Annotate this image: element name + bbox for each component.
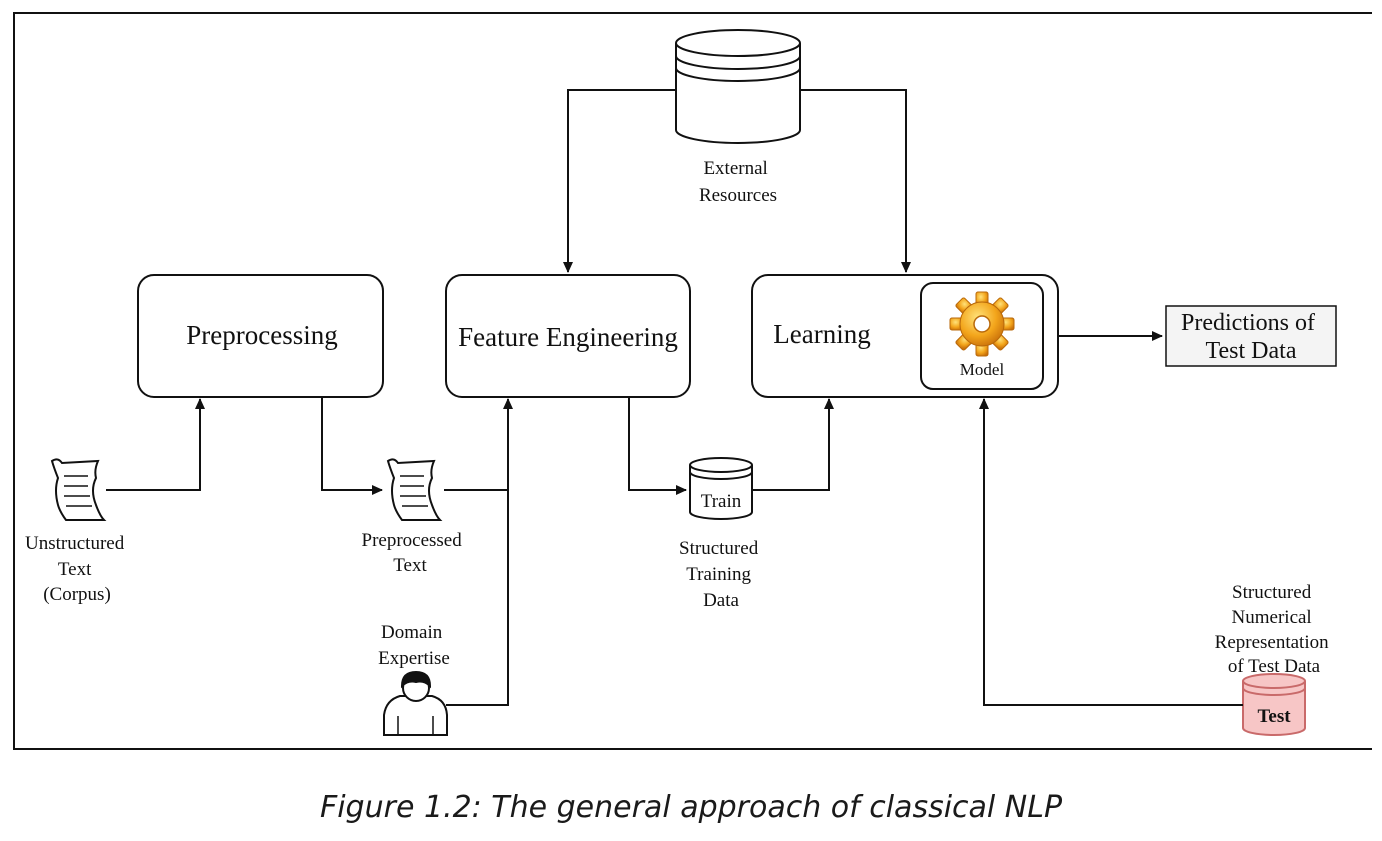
train-label: Train	[701, 491, 742, 512]
external-to-feature-arrow	[563, 89, 676, 273]
test-to-learning-arrow	[979, 398, 1243, 706]
external-resources-database-icon	[675, 29, 801, 144]
preprocessing-to-preprocessed-arrow	[321, 397, 383, 495]
figure-frame	[13, 12, 1372, 750]
domain-to-feature-arrow	[446, 398, 513, 706]
external-resources-label: External Resources	[699, 158, 777, 206]
preprocessing-label: Preprocessing	[186, 320, 337, 350]
feature-to-train-arrow	[628, 397, 687, 495]
model-label: Model	[960, 360, 1005, 379]
feature-engineering-label: Feature Engineering	[458, 322, 678, 352]
gear-icon	[949, 291, 1015, 357]
domain-expertise-label: Domain Expertise	[378, 622, 450, 669]
person-icon	[383, 670, 448, 736]
train-to-learning-arrow	[752, 398, 834, 491]
predictions-label: Predictions of Test Data	[1181, 310, 1321, 364]
preprocessed-text-label: Preprocessed Text	[362, 530, 467, 576]
external-to-learning-arrow	[800, 89, 911, 273]
preprocessed-text-document-icon	[386, 458, 443, 521]
structured-numerical-label: Structured Numerical Representation of T…	[1215, 582, 1334, 677]
predictions-box	[1165, 305, 1337, 367]
learning-label: Learning	[773, 319, 870, 349]
test-database-icon	[1242, 673, 1306, 736]
feature-engineering-box	[445, 274, 691, 398]
unstructured-to-preprocessing-arrow	[106, 398, 205, 491]
figure-caption: Figure 1.2: The general approach of clas…	[319, 790, 1063, 825]
train-database-icon	[689, 457, 753, 520]
nlp-pipeline-diagram: External Resources Preprocessing Feature…	[13, 12, 1372, 750]
unstructured-text-document-icon	[50, 458, 107, 521]
test-label: Test	[1257, 706, 1291, 727]
preprocessing-box	[137, 274, 384, 398]
structured-training-data-label: Structured Training Data	[679, 538, 763, 611]
unstructured-text-label: Unstructured Text (Corpus)	[25, 533, 129, 605]
